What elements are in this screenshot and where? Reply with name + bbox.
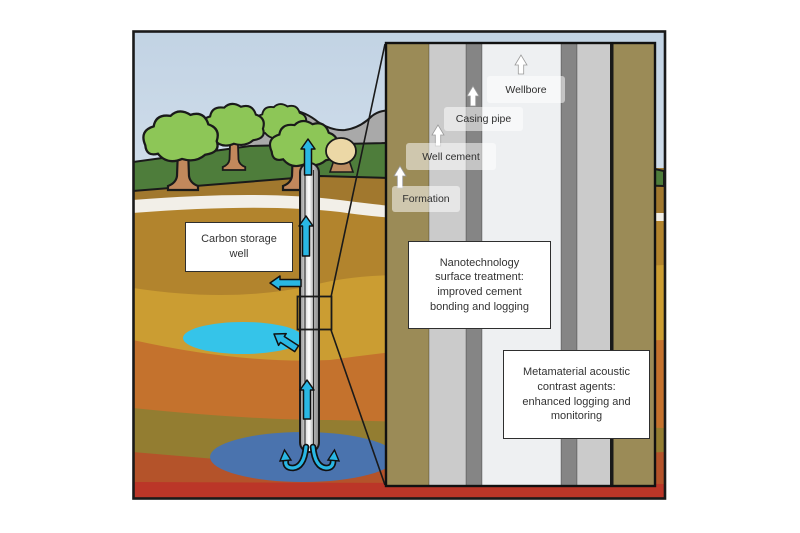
formation-label: Formation [392, 186, 460, 212]
left-arrow-leak [269, 275, 302, 291]
wellbore-arrow [514, 54, 528, 75]
curl-left-head [278, 448, 293, 462]
curl-right [311, 445, 335, 470]
carbon-storage-well-box: Carbon storage well [185, 222, 293, 272]
wellbore-label-text: Wellbore [505, 83, 547, 96]
figure-border [132, 30, 667, 500]
carbon-box-line1: Carbon storage [201, 233, 277, 246]
nano-line1: Nanotechnology [439, 256, 520, 269]
curl-left [284, 445, 308, 470]
injection-curl-arrows [278, 443, 341, 472]
formation-label-text: Formation [402, 193, 450, 205]
meta-line4: monitoring [550, 410, 603, 423]
flow-arrows [269, 138, 316, 420]
well-cement-label: Well cement [406, 143, 496, 170]
casing-pipe-arrow [466, 85, 480, 107]
panel-border [384, 41, 657, 488]
wellbore-label: Wellbore [487, 76, 565, 103]
meta-line1: Metamaterial acoustic [523, 366, 630, 379]
meta-line3: enhanced logging and [522, 395, 631, 408]
zoom-connector-top [330, 43, 386, 298]
casing-pipe-label-text: Casing pipe [455, 113, 512, 125]
nano-line2: surface treatment: [435, 271, 524, 284]
up-arrow-surface [300, 138, 316, 176]
nano-line3: improved cement [437, 286, 522, 298]
up-arrow-mid [298, 215, 314, 257]
zoom-source-box [296, 295, 333, 331]
carbon-box-line2: well [229, 248, 249, 260]
meta-line2: contrast agents: [537, 380, 616, 393]
casing-pipe-label: Casing pipe [444, 107, 523, 131]
wellhead-dome [325, 137, 357, 165]
nano-line4: bonding and logging [429, 300, 530, 313]
panel-stripe-divider [610, 43, 614, 486]
co2-lens-cyan [183, 322, 303, 354]
zoom-connector-bottom [330, 329, 386, 486]
well-cement-label-text: Well cement [422, 150, 480, 163]
curl-right-head [326, 448, 341, 462]
nanotechnology-box: Nanotechnology surface treatment: improv… [408, 241, 551, 329]
up-arrow-lower [299, 379, 315, 420]
metamaterial-box: Metamaterial acoustic contrast agents: e… [503, 350, 650, 439]
diagonal-arrow-lens [273, 332, 300, 353]
